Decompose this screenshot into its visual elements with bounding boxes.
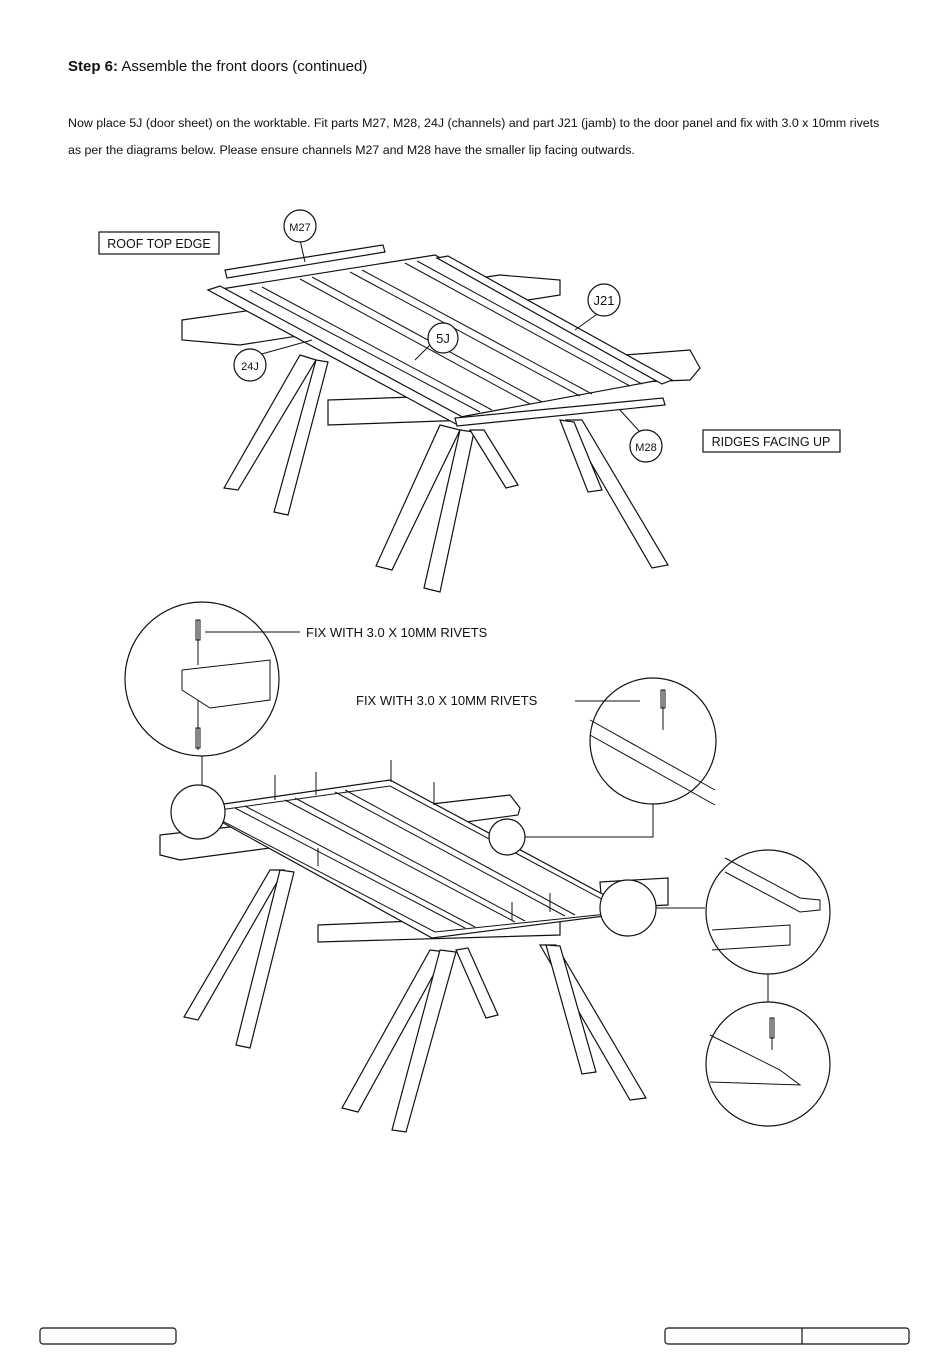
diagram-1-worktable	[98, 209, 841, 593]
diagram-2-rivets	[124, 601, 831, 1133]
callout-left-rivets: FIX WITH 3.0 X 10MM RIVETS	[306, 625, 488, 640]
label-ridges-facing-up: RIDGES FACING UP	[712, 435, 831, 449]
part-label-m28: M28	[635, 442, 656, 454]
instructions-paragraph: Now place 5J (door sheet) on the worktab…	[68, 116, 880, 157]
part-label-24j: 24J	[241, 361, 259, 373]
part-label-m27: M27	[289, 222, 310, 234]
step-label: Step 6:	[68, 58, 119, 75]
part-label-j21: J21	[594, 293, 615, 308]
part-label-5j: 5J	[436, 331, 450, 346]
footer-left-box	[39, 1327, 177, 1345]
step-heading: Step 6: Assemble the front doors (contin…	[68, 58, 367, 75]
step-title: Assemble the front doors (continued)	[121, 58, 368, 75]
footer-right-box	[664, 1327, 910, 1345]
label-roof-top-edge: ROOF TOP EDGE	[107, 237, 211, 251]
callout-right-rivets: FIX WITH 3.0 X 10MM RIVETS	[356, 693, 538, 708]
